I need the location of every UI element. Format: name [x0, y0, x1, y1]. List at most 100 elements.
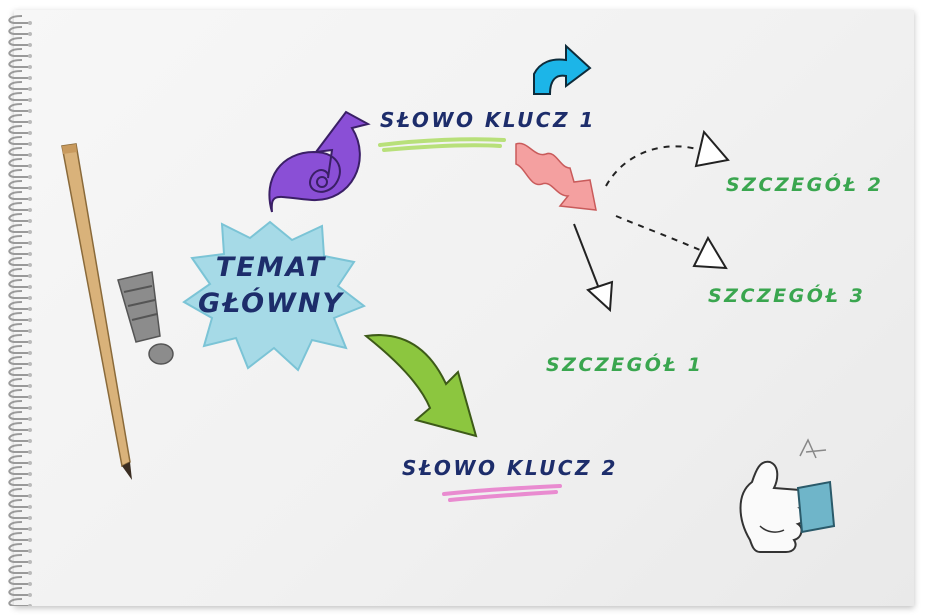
spiral-hole — [28, 472, 32, 476]
spiral-hole — [28, 318, 32, 322]
spiral-hole — [28, 241, 32, 245]
spiral-hole — [28, 186, 32, 190]
purple-arrow-icon — [268, 110, 371, 213]
spiral-hole — [28, 43, 32, 47]
spiral-coil — [8, 290, 30, 299]
spiral-hole — [28, 560, 32, 564]
spiral-coil — [8, 224, 30, 233]
keyword-2-label: SŁOWO KLUCZ 2 — [402, 456, 618, 480]
spiral-hole — [28, 54, 32, 58]
spiral-coil — [8, 532, 30, 541]
pencil — [61, 143, 132, 480]
spiral-coil — [8, 499, 30, 508]
spiral-coil — [8, 466, 30, 475]
spiral-hole — [28, 483, 32, 487]
spiral-coil — [8, 433, 30, 442]
spiral-hole — [28, 450, 32, 454]
spiral-hole — [28, 505, 32, 509]
spiral-coil — [8, 235, 30, 244]
spiral-hole — [28, 87, 32, 91]
spiral-hole — [28, 439, 32, 443]
spiral-coil — [8, 158, 30, 167]
spiral-hole — [28, 373, 32, 377]
spiral-coil — [8, 257, 30, 266]
spiral-coil — [8, 136, 30, 145]
spiral-coil — [8, 191, 30, 200]
spiral-hole — [28, 604, 32, 606]
detail-2-label: SZCZEGÓŁ 2 — [726, 174, 884, 196]
spiral-hole — [28, 32, 32, 36]
spiral-hole — [28, 428, 32, 432]
spiral-hole — [28, 208, 32, 212]
spiral-hole — [28, 582, 32, 586]
spiral-coil — [8, 92, 30, 101]
main-topic: TEMAT GŁÓWNY — [186, 250, 356, 322]
spiral-coil — [8, 114, 30, 123]
dashed-arrows — [605, 145, 701, 251]
keyword-1-underline — [378, 137, 506, 152]
spiral-hole — [28, 21, 32, 25]
spiral-coil — [8, 554, 30, 563]
spiral-hole — [28, 76, 32, 80]
spiral-coil — [8, 15, 30, 24]
spiral-coil — [8, 246, 30, 255]
detail-2-arrowhead-icon — [694, 129, 730, 168]
spiral-coil — [8, 202, 30, 211]
spiral-coil — [8, 598, 30, 606]
spiral-coil — [8, 180, 30, 189]
spiral-hole — [28, 98, 32, 102]
spiral-hole — [28, 395, 32, 399]
spiral-coil — [8, 455, 30, 464]
spiral-hole — [28, 252, 32, 256]
spiral-coil — [8, 576, 30, 585]
spiral-coil — [8, 125, 30, 134]
spiral-coil — [8, 378, 30, 387]
spiral-hole — [28, 131, 32, 135]
spiral-hole — [28, 538, 32, 542]
spiral-coil — [8, 279, 30, 288]
spiral-hole — [28, 274, 32, 278]
spiral-coil — [8, 81, 30, 90]
detail-1-arrowhead-icon — [586, 280, 614, 313]
spiral-coil — [8, 356, 30, 365]
spiral-binding — [8, 15, 32, 606]
spiral-coil — [8, 389, 30, 398]
spiral-hole — [28, 527, 32, 531]
spiral-hole — [28, 593, 32, 597]
spiral-hole — [28, 307, 32, 311]
keyword-1-label: SŁOWO KLUCZ 1 — [380, 108, 596, 132]
spiral-coil — [8, 169, 30, 178]
spiral-hole — [28, 263, 32, 267]
spiral-hole — [28, 516, 32, 520]
spiral-coil — [8, 488, 30, 497]
spiral-hole — [28, 296, 32, 300]
spiral-hole — [28, 351, 32, 355]
spiral-hole — [28, 406, 32, 410]
spiral-coil — [8, 48, 30, 57]
spiral-hole — [28, 329, 32, 333]
spiral-coil — [8, 543, 30, 552]
spiral-hole — [28, 65, 32, 69]
spiral-hole — [28, 340, 32, 344]
spiral-hole — [28, 219, 32, 223]
spiral-coil — [8, 301, 30, 310]
spiral-coil — [8, 345, 30, 354]
spiral-hole — [28, 109, 32, 113]
spiral-hole — [28, 384, 32, 388]
spiral-coil — [8, 367, 30, 376]
spiral-coil — [8, 444, 30, 453]
exclamation-icon — [117, 271, 174, 365]
spiral-coil — [8, 103, 30, 112]
spiral-coil — [8, 510, 30, 519]
spiral-hole — [28, 164, 32, 168]
spiral-coil — [8, 26, 30, 35]
detail-3-arrowhead-icon — [692, 235, 728, 270]
spiral-coil — [8, 521, 30, 530]
spiral-coil — [8, 147, 30, 156]
spiral-hole — [28, 417, 32, 421]
keyword-2-underline — [442, 484, 562, 502]
detail-3-label: SZCZEGÓŁ 3 — [708, 285, 866, 307]
spiral-coil — [8, 334, 30, 343]
spiral-hole — [28, 153, 32, 157]
